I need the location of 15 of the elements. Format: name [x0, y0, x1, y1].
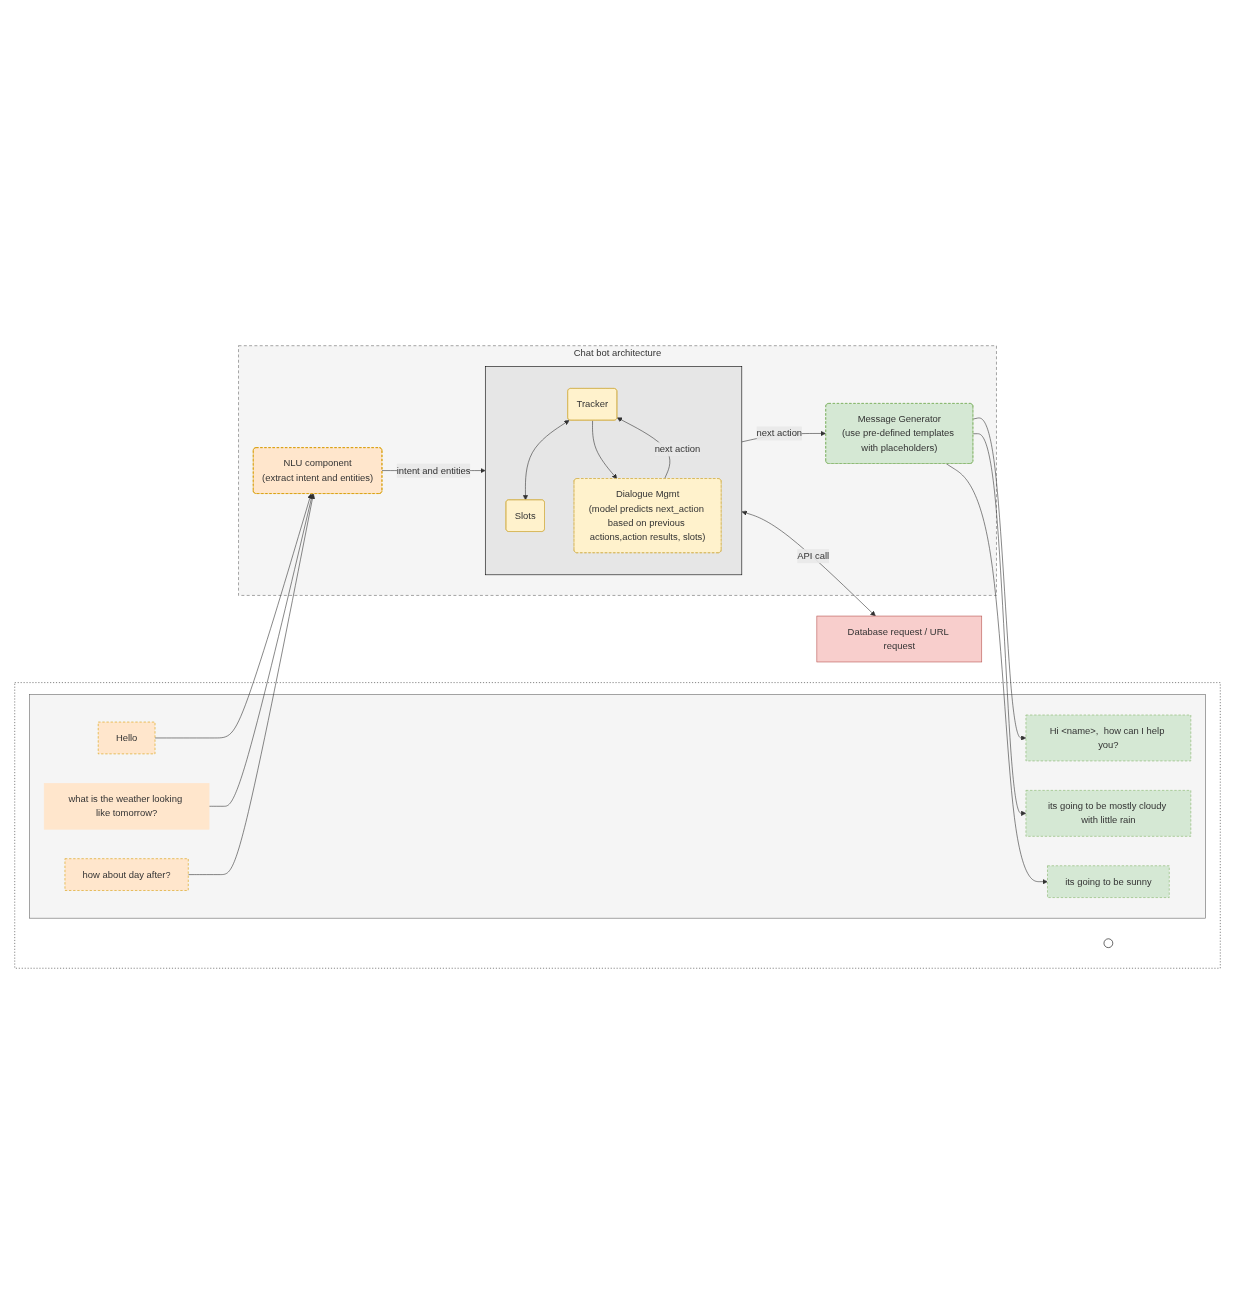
node-box: how about day after? [64, 857, 189, 891]
node-box: its going to be mostly cloudy with little rain [1025, 789, 1192, 837]
node-box: its going to be sunny [1047, 865, 1170, 898]
cluster [14, 681, 1221, 969]
edge-label: next action [756, 427, 803, 438]
cluster [485, 365, 743, 575]
edge-label: API call [797, 550, 830, 561]
node-box: what is the weather looking like tomorrow? [43, 782, 210, 830]
node-box: Hi <name>, how can I help you? [1025, 714, 1192, 761]
edge-label: intent and entities [396, 464, 471, 475]
node-box: Hello [97, 721, 156, 754]
edge-label: next action [654, 443, 701, 454]
node-circle [1103, 938, 1114, 948]
node-box: Database request / URL request [816, 615, 983, 662]
cluster [29, 693, 1206, 918]
